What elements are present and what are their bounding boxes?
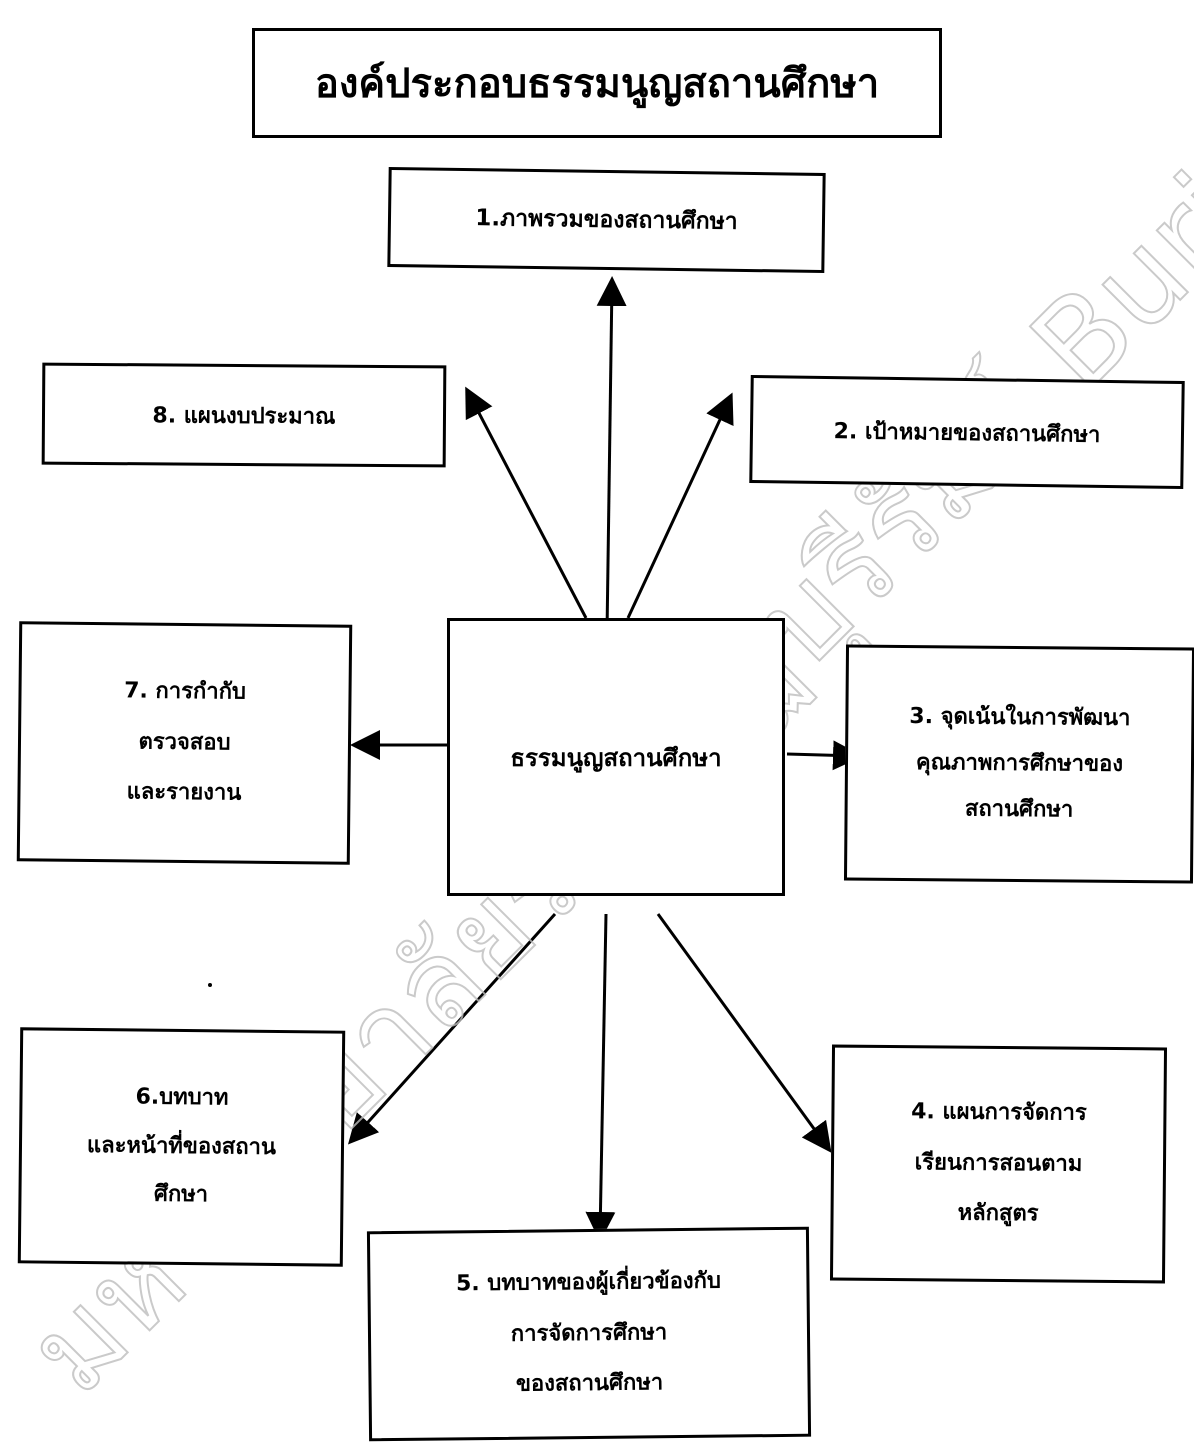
component-monitoring: 7. การกำกับ ตรวจสอบ และรายงาน	[16, 621, 353, 865]
arrow-to-goals	[626, 392, 734, 619]
component-monitoring-line-1: 7. การกำกับ	[124, 678, 247, 705]
component-stakeholder-roles: 5. บทบาทของผู้เกี่ยวข้องกับ การจัดการศึก…	[366, 1226, 812, 1442]
diagram-title: องค์ประกอบธรรมนูญสถานศึกษา	[252, 28, 942, 138]
component-teaching-plan: 4. แผนการจัดการ เรียนการสอนตาม หลักสูตร	[829, 1044, 1168, 1284]
component-monitoring-line-2: ตรวจสอบ	[138, 729, 231, 756]
component-school-roles-line-1: 6.บทบาท	[135, 1084, 229, 1111]
component-budget-plan: 8. แผนงบประมาณ	[41, 362, 447, 468]
component-school-roles-line-2: และหน้าที่ของสถาน	[86, 1132, 277, 1160]
arrow-to-budget	[465, 386, 588, 619]
diagram-title-text: องค์ประกอบธรรมนูญสถานศึกษา	[314, 61, 880, 107]
center-node-text: ธรรมนูญสถานศึกษา	[510, 743, 722, 772]
arrow-to-roles	[347, 912, 557, 1145]
component-monitoring-line-3: และรายงาน	[126, 779, 242, 806]
component-budget-plan-line-1: 8. แผนงบประมาณ	[152, 402, 336, 430]
stray-dot	[208, 983, 212, 987]
component-stakeholder-roles-line-2: การจัดการศึกษา	[510, 1319, 668, 1347]
component-overview: 1.ภาพรวมของสถานศึกษา	[387, 166, 826, 274]
component-quality-focus-line-1: 3. จุดเน้นในการพัฒนา	[909, 703, 1131, 731]
component-goals-line-1: 2. เป้าหมายของสถานศึกษา	[833, 418, 1101, 448]
component-teaching-plan-line-3: หลักสูตร	[957, 1200, 1039, 1227]
component-stakeholder-roles-line-1: 5. บทบาทของผู้เกี่ยวข้องกับ	[455, 1268, 722, 1297]
component-stakeholder-roles-line-3: ของสถานศึกษา	[515, 1370, 664, 1398]
component-quality-focus-line-3: สถานศึกษา	[964, 796, 1074, 823]
component-school-roles-line-3: ศึกษา	[153, 1181, 209, 1208]
center-node: ธรรมนูญสถานศึกษา	[447, 618, 785, 896]
component-overview-line-1: 1.ภาพรวมของสถานศึกษา	[475, 205, 738, 235]
component-school-roles: 6.บทบาท และหน้าที่ของสถาน ศึกษา	[17, 1027, 346, 1267]
component-teaching-plan-line-1: 4. แผนการจัดการ	[911, 1099, 1087, 1126]
arrow-to-stakeholders	[585, 913, 616, 1242]
arrow-to-plan	[656, 913, 832, 1153]
component-teaching-plan-line-2: เรียนการสอนตาม	[914, 1149, 1083, 1177]
arrow-to-overview	[596, 276, 627, 634]
component-quality-focus-line-2: คุณภาพการศึกษาของ	[915, 750, 1124, 777]
component-goals: 2. เป้าหมายของสถานศึกษา	[749, 374, 1185, 490]
component-quality-focus: 3. จุดเน้นในการพัฒนา คุณภาพการศึกษาของ ส…	[843, 644, 1194, 884]
